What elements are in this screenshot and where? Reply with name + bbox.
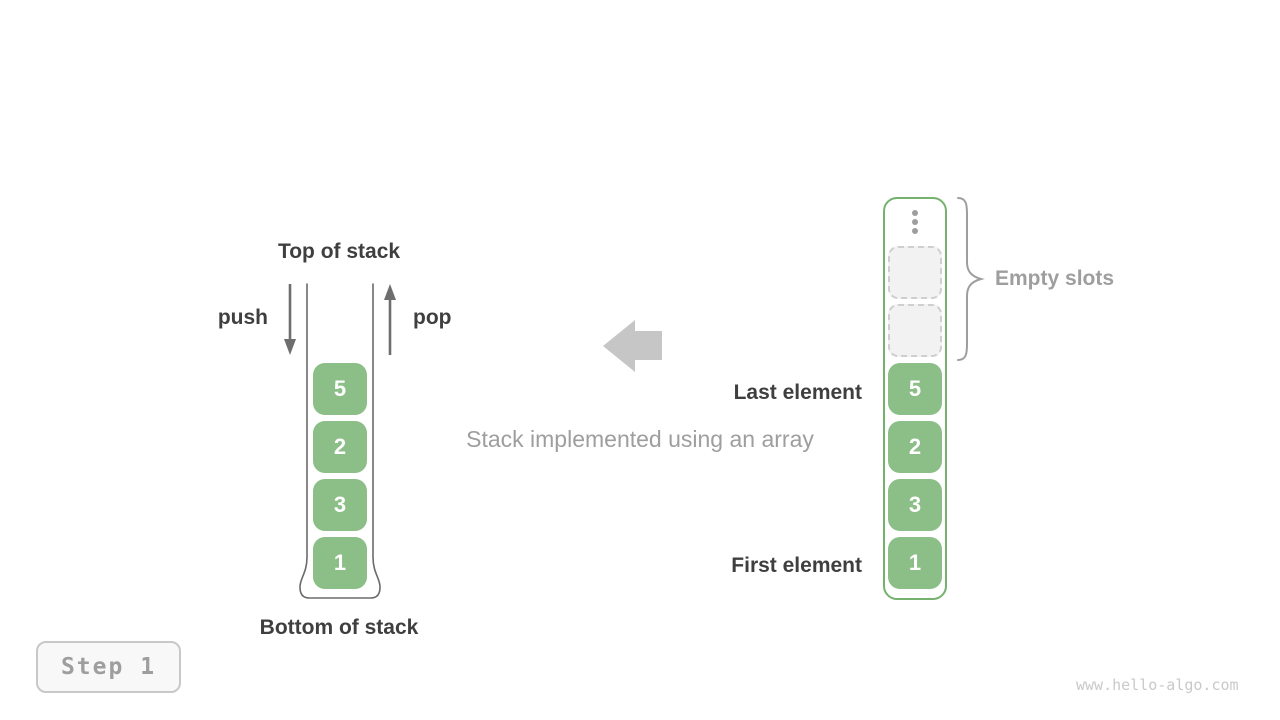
bottom-of-stack-label: Bottom of stack [259,616,419,639]
array-cell: 5 [888,363,942,415]
pop-arrow-up-icon [384,284,396,355]
first-element-label: First element [731,554,862,577]
array-cell: 3 [888,479,942,531]
ellipsis-icon [912,210,918,234]
top-of-stack-label: Top of stack [277,240,401,263]
step-badge: Step 1 [36,641,181,693]
array-empty-slot [888,246,942,299]
stack-cell: 3 [313,479,367,531]
array-cell: 2 [888,421,942,473]
curly-brace-icon [957,197,985,361]
left-block-arrow-icon [603,320,662,372]
array-cell: 1 [888,537,942,589]
diagram-caption: Stack implemented using an array [466,426,814,452]
stack-cell: 2 [313,421,367,473]
stack-cell: 1 [313,537,367,589]
array-empty-slot [888,304,942,357]
watermark-url: www.hello-algo.com [1076,676,1239,694]
stack-container-outline [299,283,381,599]
pop-label: pop [413,306,452,329]
push-arrow-down-icon [284,284,296,355]
empty-slots-label: Empty slots [995,267,1115,290]
stack-cell: 5 [313,363,367,415]
last-element-label: Last element [733,381,862,404]
push-label: push [217,306,268,329]
